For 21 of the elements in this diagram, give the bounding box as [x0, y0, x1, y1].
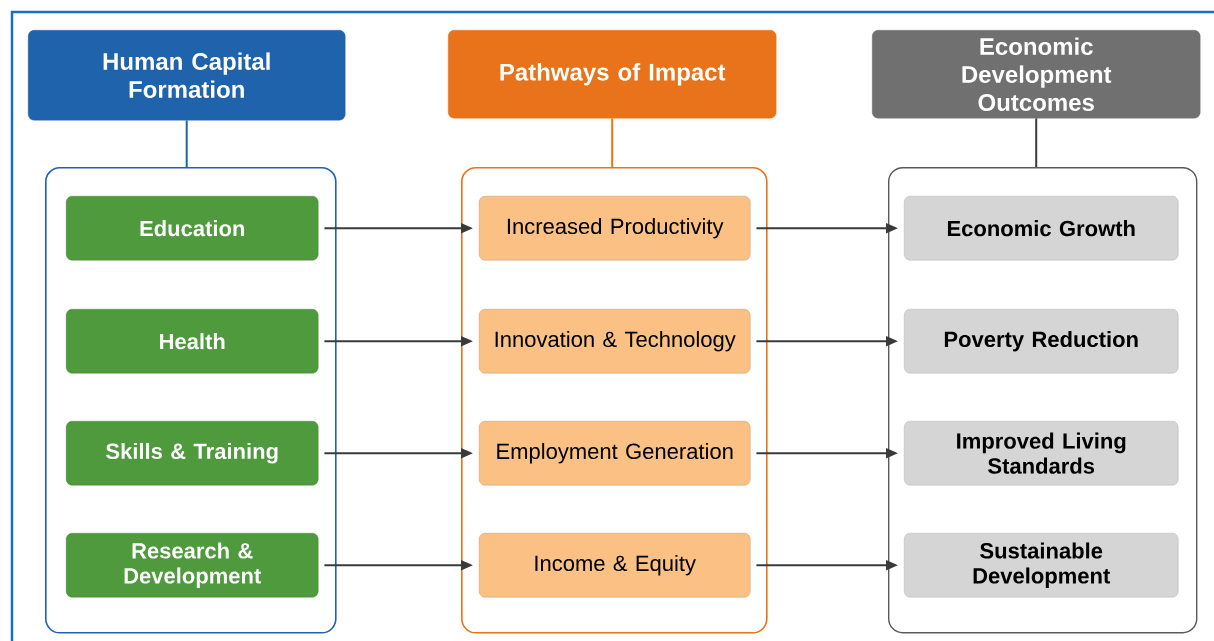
factor-box: Research & Development	[66, 533, 319, 598]
connector-line	[611, 117, 614, 168]
factor-box: Health	[66, 309, 319, 374]
outcome-box: Sustainable Development	[904, 533, 1179, 598]
panel-frame	[45, 167, 337, 634]
pathway-box: Employment Generation	[479, 421, 751, 486]
heading-box: Economic Development Outcomes	[872, 30, 1201, 119]
outcome-box: Poverty Reduction	[904, 309, 1179, 374]
heading-box: Human Capital Formation	[28, 30, 346, 121]
pathway-box: Increased Productivity	[479, 196, 751, 261]
pathway-box: Income & Equity	[479, 533, 751, 598]
outcome-box: Improved Living Standards	[904, 421, 1179, 486]
panel-frame	[461, 167, 768, 634]
connector-line	[1035, 117, 1038, 168]
factor-box: Education	[66, 196, 319, 261]
connector-line	[185, 119, 188, 168]
pathway-box: Innovation & Technology	[479, 309, 751, 374]
outcome-box: Economic Growth	[904, 196, 1179, 261]
heading-box: Pathways of Impact	[448, 30, 777, 119]
panel-frame	[888, 167, 1198, 634]
factor-box: Skills & Training	[66, 421, 319, 486]
